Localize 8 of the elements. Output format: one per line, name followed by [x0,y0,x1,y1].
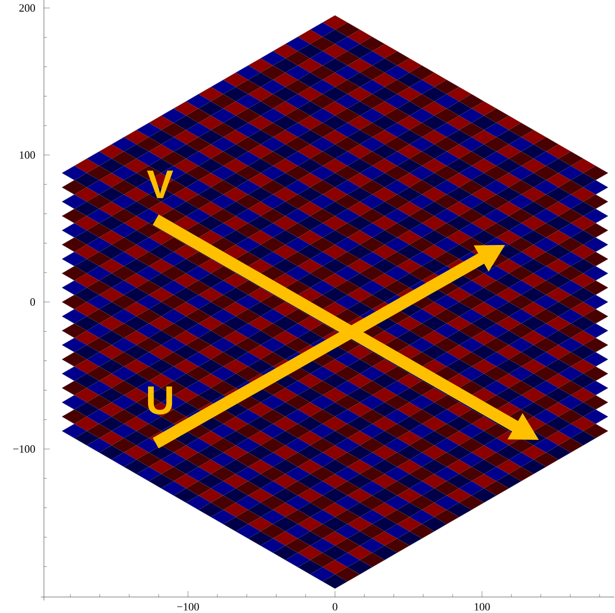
tick-label: 100 [474,603,490,610]
tick-label: −100 [13,445,35,453]
tick-label: 0 [332,603,338,610]
tick-label: 0 [30,298,35,306]
vector-label: U [148,386,172,414]
tick-label: 100 [20,151,35,159]
tick-label: 200 [19,4,35,12]
tick-label: −100 [177,603,199,610]
